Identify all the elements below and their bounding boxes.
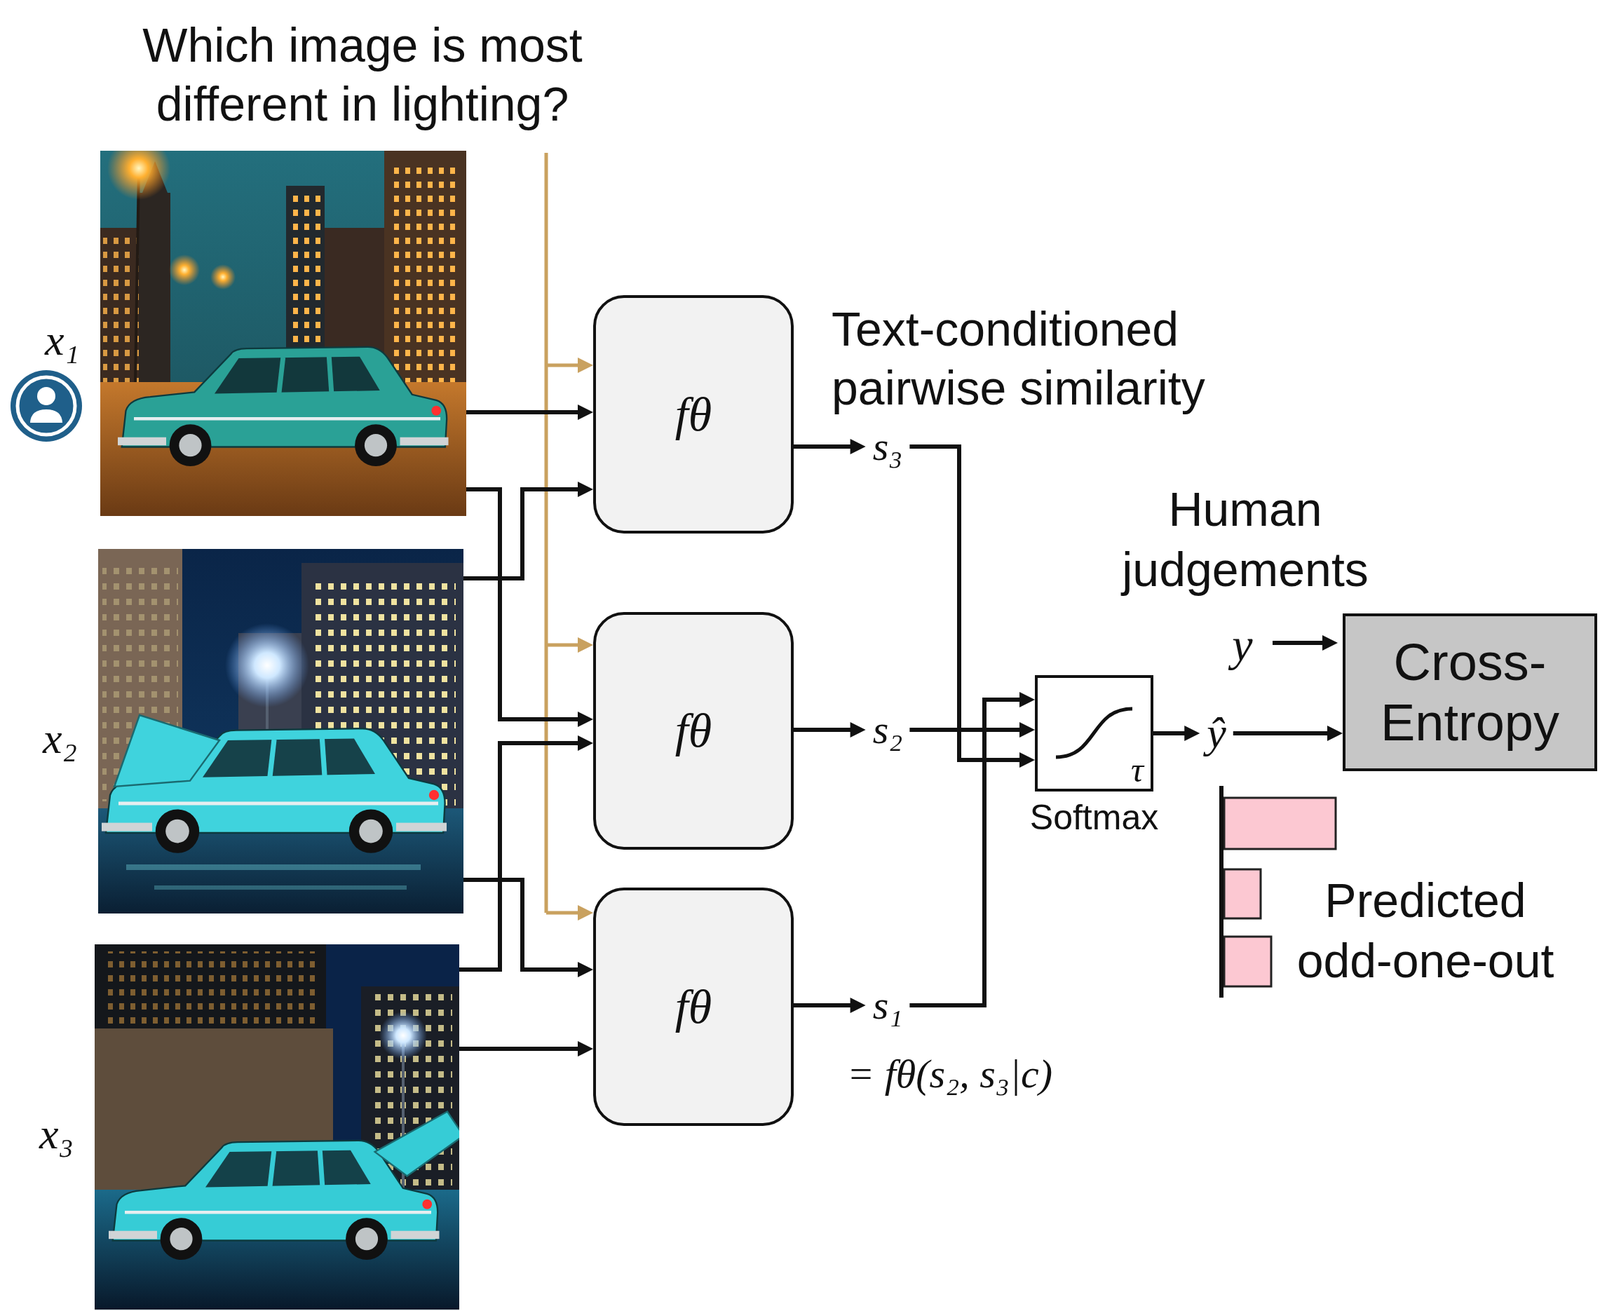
photo-x3 bbox=[94, 944, 460, 1310]
diagram-title: Which image is most different in lightin… bbox=[96, 15, 629, 134]
arrowhead bbox=[1327, 725, 1343, 742]
target-symbol: y bbox=[1231, 618, 1253, 672]
model-box: fθ bbox=[593, 887, 794, 1127]
photo-x2 bbox=[98, 548, 464, 914]
connector-line bbox=[793, 727, 852, 732]
arrowhead bbox=[577, 1041, 594, 1057]
connector-line bbox=[909, 699, 1021, 1006]
image-panel: x₂ bbox=[98, 548, 464, 914]
person-icon bbox=[10, 370, 83, 442]
connector bbox=[793, 692, 1035, 1014]
node-label: Cross-Entropy bbox=[1353, 632, 1586, 752]
arrowhead bbox=[850, 438, 866, 455]
connector bbox=[459, 1041, 594, 1057]
photo-x1 bbox=[100, 150, 467, 517]
model-box: fθ bbox=[593, 295, 794, 534]
arrowhead bbox=[577, 481, 594, 498]
sigmoid-curve bbox=[1055, 708, 1133, 758]
arrowhead bbox=[1019, 722, 1035, 738]
arrowhead bbox=[577, 404, 594, 420]
arrowhead bbox=[1184, 725, 1200, 742]
edge-label: s₂ bbox=[868, 706, 908, 754]
connector bbox=[463, 879, 594, 978]
connector-line bbox=[463, 489, 580, 579]
image-panel: x₃ bbox=[94, 944, 460, 1310]
arrowhead bbox=[577, 735, 594, 751]
human-judgement-arrow bbox=[1272, 635, 1338, 651]
image-panel: x₁ bbox=[100, 150, 467, 517]
arrowhead bbox=[1019, 692, 1035, 708]
formula-label: = fθ(s₂, s₃|c) bbox=[846, 1049, 1053, 1099]
edge-label: s₁ bbox=[868, 982, 908, 1030]
node-label: x₃ bbox=[39, 1109, 74, 1159]
arrowhead bbox=[850, 722, 866, 738]
connector-line bbox=[1233, 731, 1329, 736]
connector-line bbox=[459, 1046, 580, 1052]
prediction-bars bbox=[1221, 785, 1336, 998]
arrowhead bbox=[577, 711, 594, 728]
text-condition-arrowheads bbox=[577, 357, 594, 921]
node-label: x₁ bbox=[44, 315, 80, 366]
text-condition-wires bbox=[546, 152, 581, 913]
connector bbox=[463, 481, 594, 579]
node-label: τ bbox=[1130, 752, 1144, 788]
connector bbox=[466, 489, 594, 728]
connector-line bbox=[909, 727, 1021, 732]
node-caption: Softmax bbox=[1029, 798, 1159, 838]
connector-line bbox=[459, 743, 580, 970]
arrowhead bbox=[577, 961, 594, 978]
node-label: fθ bbox=[675, 703, 712, 759]
model-box: fθ bbox=[593, 612, 794, 850]
connector-line bbox=[463, 879, 580, 970]
section-caption: Text-conditioned pairwise similarity bbox=[831, 299, 1295, 418]
arrowhead bbox=[850, 997, 866, 1014]
node-label: fθ bbox=[675, 387, 712, 443]
connector bbox=[459, 735, 594, 970]
arrowhead bbox=[1019, 752, 1035, 768]
section-caption: Predicted odd-one-out bbox=[1278, 870, 1573, 991]
connector bbox=[793, 438, 1035, 768]
connector-line bbox=[793, 1003, 852, 1008]
node-label: fθ bbox=[675, 979, 712, 1035]
edge-label: s₃ bbox=[868, 423, 908, 471]
connector bbox=[1153, 725, 1343, 742]
connector-line bbox=[793, 444, 852, 449]
connector bbox=[466, 404, 594, 420]
connector bbox=[793, 722, 1035, 738]
connector-line bbox=[1153, 731, 1186, 736]
loss-box: Cross-Entropy bbox=[1342, 613, 1598, 772]
connector-line bbox=[466, 410, 580, 415]
connector-line bbox=[909, 446, 1021, 761]
softmax-box: τSoftmax bbox=[1034, 675, 1154, 792]
section-caption: Human judgements bbox=[1097, 478, 1393, 600]
edge-label: ŷ bbox=[1202, 708, 1231, 758]
node-label: x₂ bbox=[42, 713, 78, 764]
